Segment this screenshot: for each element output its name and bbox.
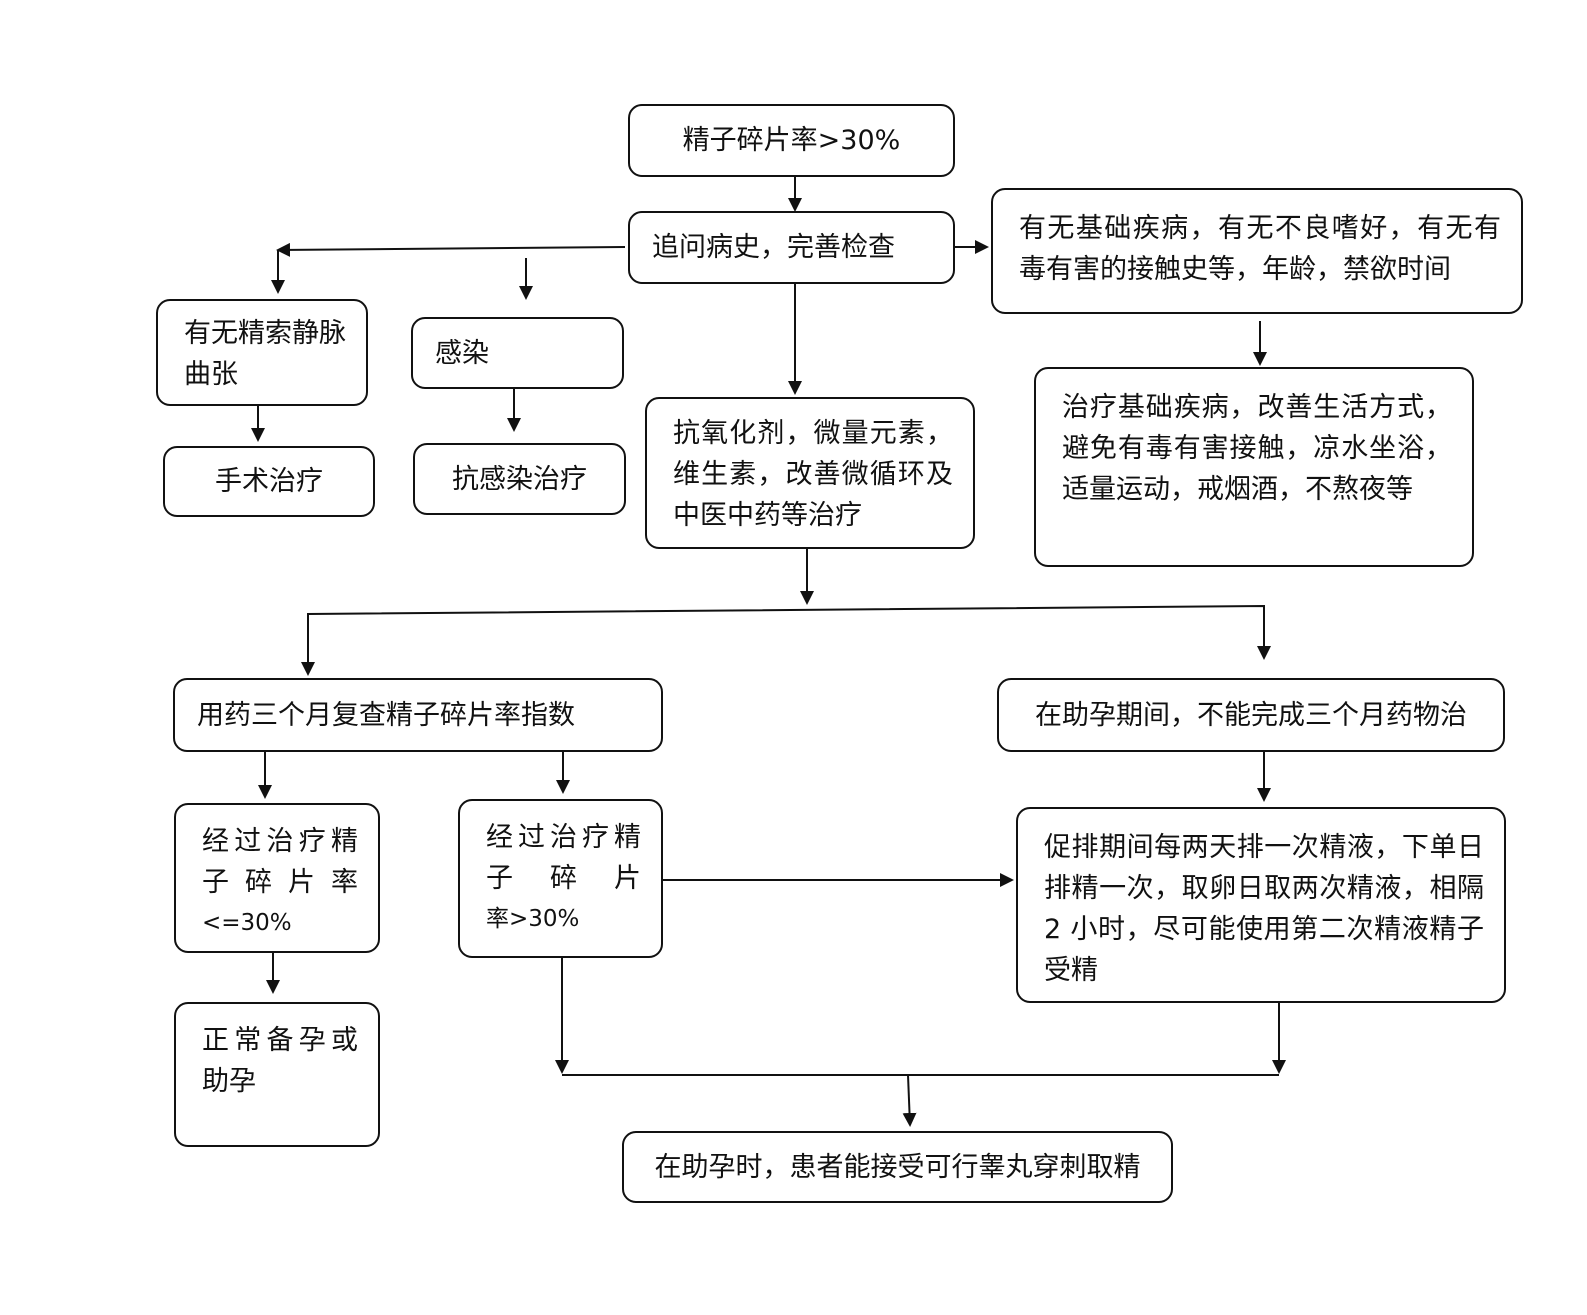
node-infection-label: 感染 xyxy=(435,337,489,369)
node-varicocele-label: 有无精索静脉曲张 xyxy=(184,318,346,390)
node-ejaculation: 促排期间每两天排一次精液，下单日排精一次，取卵日取两次精液，相隔 2 小时，尽可… xyxy=(1016,807,1506,1003)
node-result-bad-label: 经过治疗精子碎片 xyxy=(486,822,641,894)
node-surgery-label: 手术治疗 xyxy=(215,466,323,497)
node-start: 精子碎片率>30% xyxy=(628,104,955,177)
node-anti-infection: 抗感染治疗 xyxy=(413,443,626,515)
node-testicular: 在助孕时，患者能接受可行睾丸穿刺取精 xyxy=(622,1131,1173,1203)
node-history: 追问病史，完善检查 xyxy=(628,211,955,284)
node-anti-infection-label: 抗感染治疗 xyxy=(452,463,587,495)
node-basic-disease: 有无基础疾病，有无不良嗜好，有无有毒有害的接触史等，年龄，禁欲时间 xyxy=(991,188,1523,314)
node-start-label: 精子碎片率>30% xyxy=(682,125,901,156)
split-bar xyxy=(307,604,1265,672)
node-antioxidant: 抗氧化剂，微量元素，维生素，改善微循环及中医中药等治疗 xyxy=(645,397,975,549)
node-result-ok: 经过治疗精子碎片率 <=30% xyxy=(174,803,380,953)
node-normal-label: 正常备孕或助孕 xyxy=(202,1025,358,1097)
node-varicocele: 有无精索静脉曲张 xyxy=(156,299,368,406)
node-lifestyle-label: 治疗基础疾病，改善生活方式，避免有毒有害接触，凉水坐浴，适量运动，戒烟酒，不熬夜… xyxy=(1062,392,1452,505)
node-recheck-label: 用药三个月复查精子碎片率指数 xyxy=(197,699,575,731)
node-normal: 正常备孕或助孕 xyxy=(174,1002,380,1147)
node-result-ok-value: <=30% xyxy=(202,910,292,936)
node-basic-disease-label: 有无基础疾病，有无不良嗜好，有无有毒有害的接触史等，年龄，禁欲时间 xyxy=(1019,213,1501,285)
node-antioxidant-label: 抗氧化剂，微量元素，维生素，改善微循环及中医中药等治疗 xyxy=(673,418,953,531)
node-surgery: 手术治疗 xyxy=(163,446,375,517)
node-ejaculation-label: 促排期间每两天排一次精液，下单日排精一次，取卵日取两次精液，相隔 2 小时，尽可… xyxy=(1044,832,1484,986)
node-cannot-complete-label: 在助孕期间，不能完成三个月药物治 xyxy=(1035,699,1467,731)
node-lifestyle: 治疗基础疾病，改善生活方式，避免有毒有害接触，凉水坐浴，适量运动，戒烟酒，不熬夜… xyxy=(1034,367,1474,567)
node-result-ok-label: 经过治疗精子碎片率 xyxy=(202,826,358,898)
node-testicular-label: 在助孕时，患者能接受可行睾丸穿刺取精 xyxy=(654,1151,1141,1183)
node-result-bad: 经过治疗精子碎片 率>30% xyxy=(458,799,663,958)
node-history-label: 追问病史，完善检查 xyxy=(652,232,895,263)
node-cannot-complete: 在助孕期间，不能完成三个月药物治 xyxy=(997,678,1505,752)
node-infection: 感染 xyxy=(411,317,624,389)
node-recheck: 用药三个月复查精子碎片率指数 xyxy=(173,678,663,752)
node-result-bad-value: 率>30% xyxy=(486,906,580,932)
arrow-merge-to-testicular xyxy=(902,1074,917,1127)
arrow-history-to-left xyxy=(276,242,626,257)
